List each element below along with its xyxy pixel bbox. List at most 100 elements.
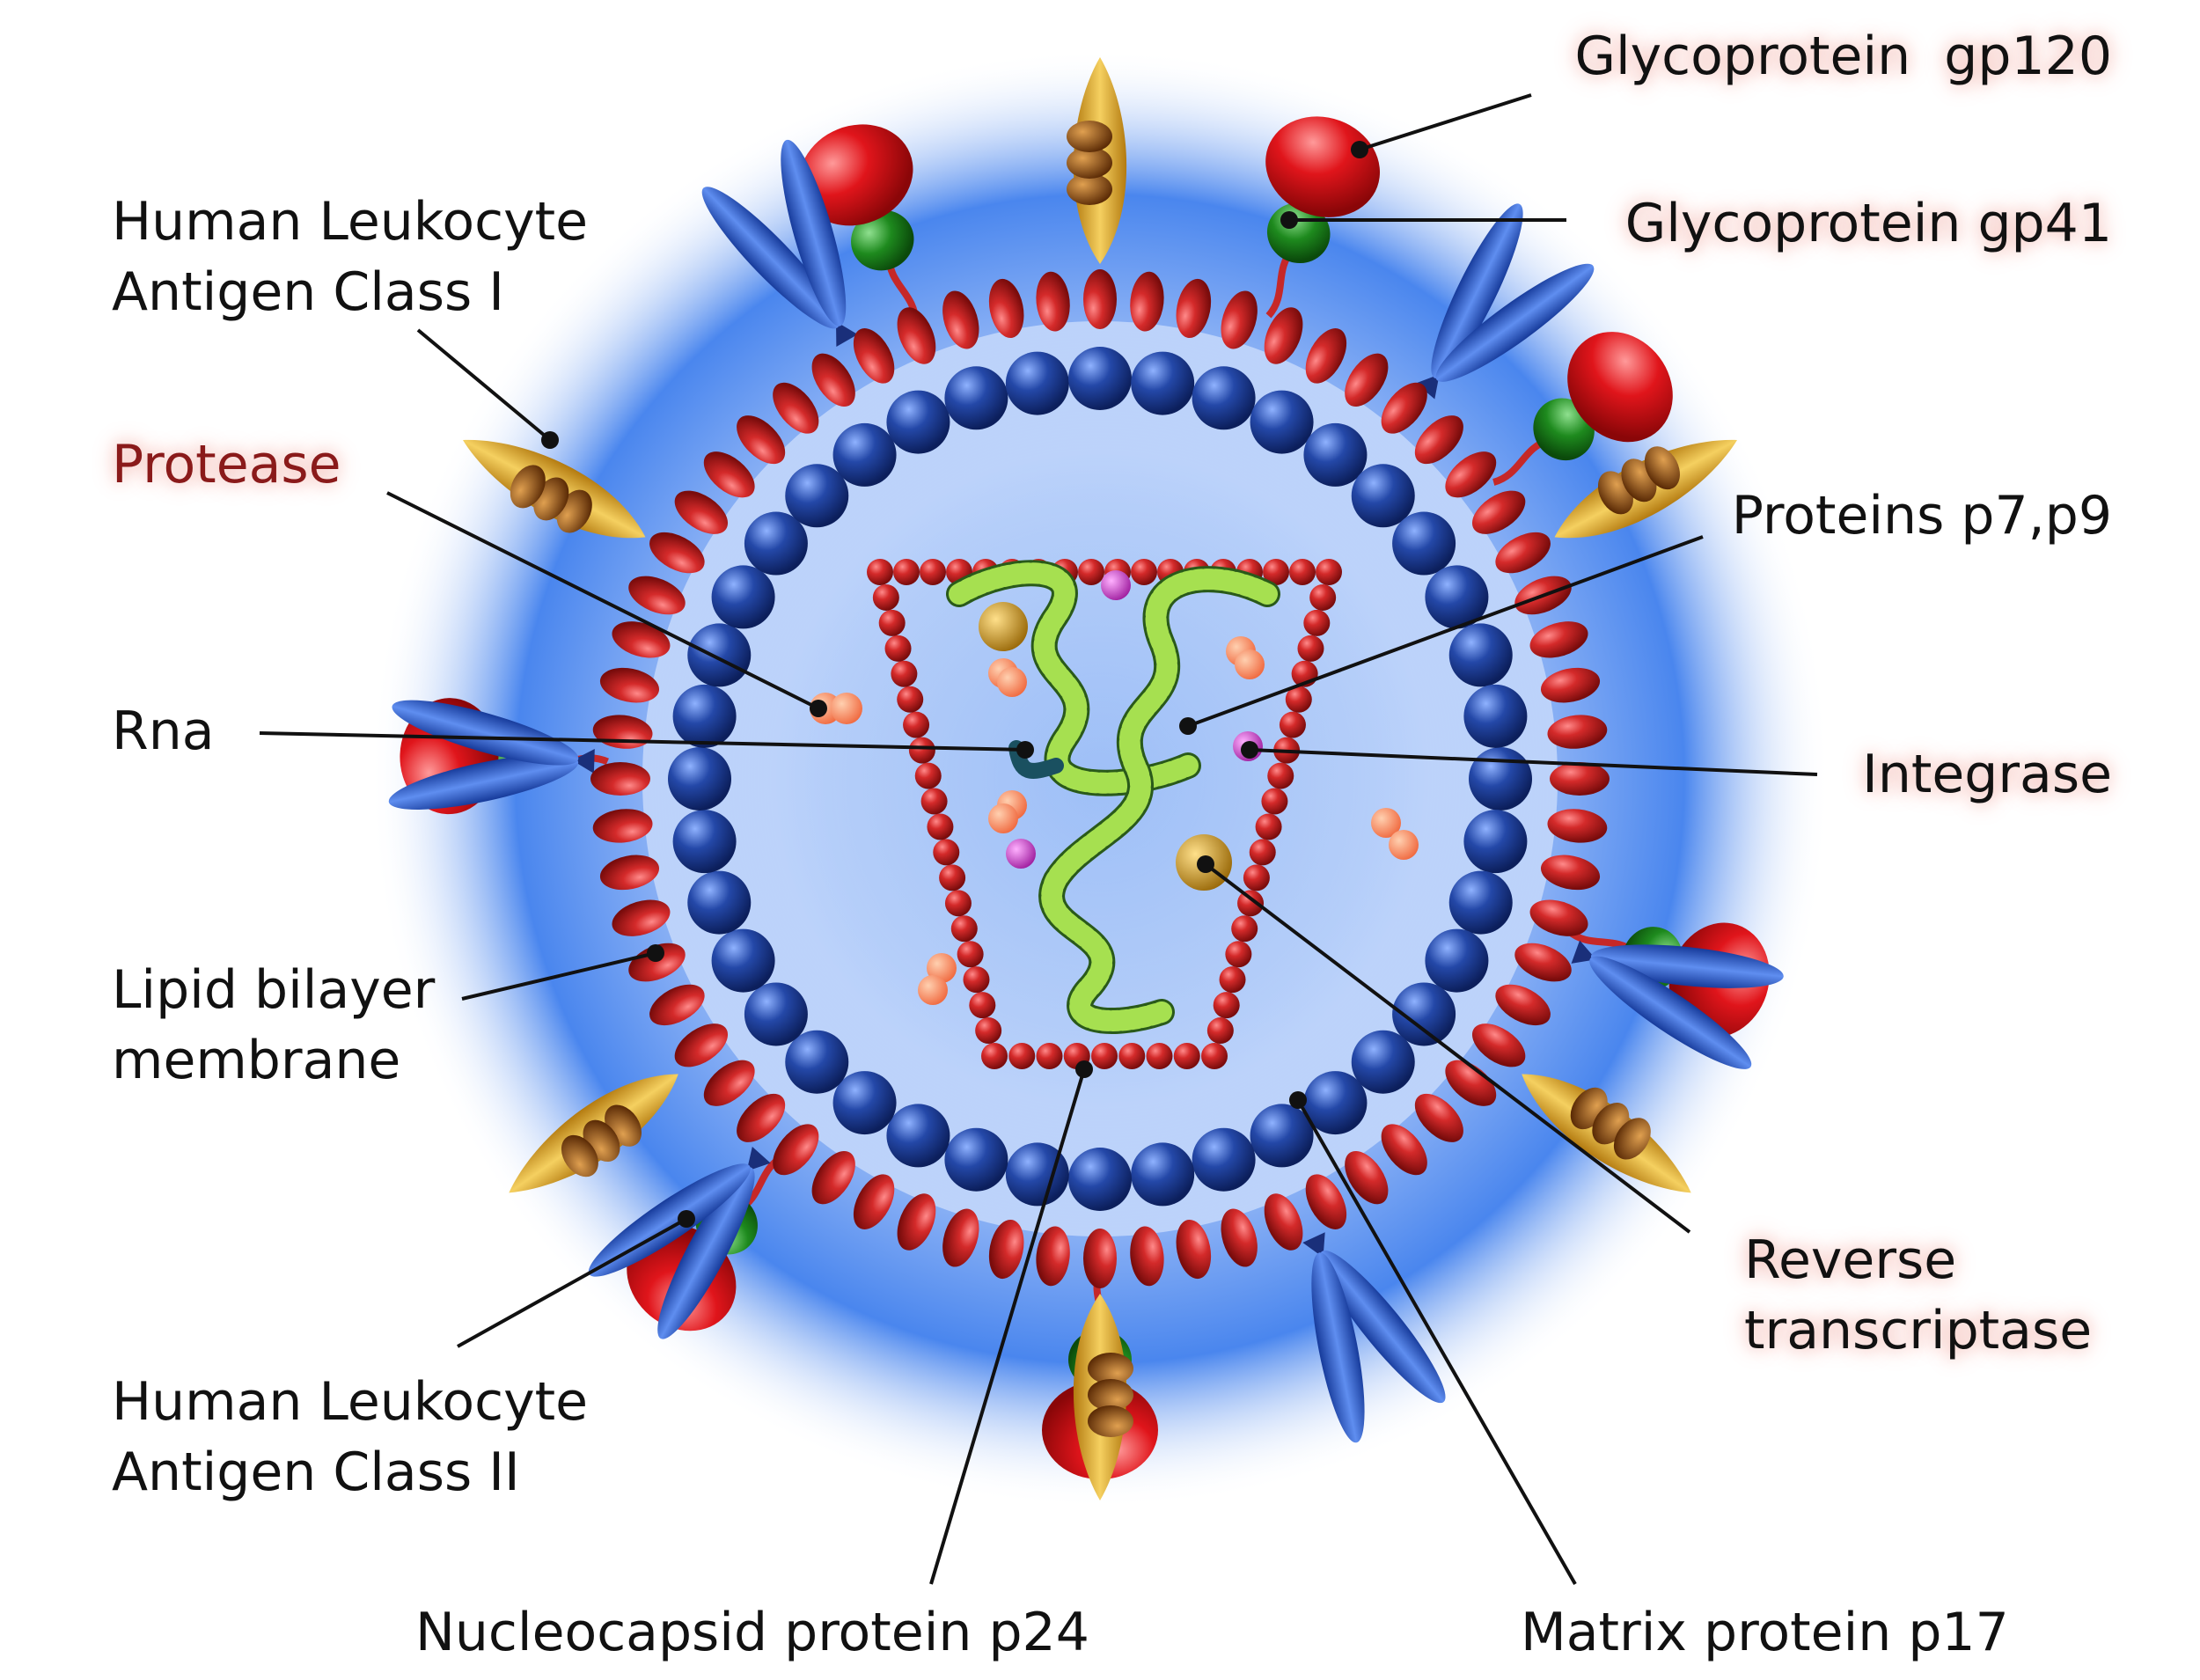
hla-base (836, 321, 858, 348)
hla-base (1571, 940, 1596, 964)
leader-hla1 (416, 328, 552, 442)
rna-tail (1008, 740, 1064, 779)
matrix-bead (1250, 390, 1314, 454)
capsid-bead (1316, 559, 1342, 585)
lipid-bead (897, 1193, 936, 1251)
lipid-bead (674, 1023, 729, 1067)
lipid-bead (737, 1093, 786, 1142)
gold-spike (462, 440, 646, 539)
matrix-bead (1351, 464, 1415, 528)
capsid-bead (884, 635, 912, 662)
label-glycoprotein-gp41: Glycoprotein gp41 (1624, 193, 2112, 254)
capsid-bead (920, 559, 946, 585)
lipid-bead (1445, 451, 1497, 498)
capsid-bead (933, 839, 960, 866)
matrix-bead (687, 870, 752, 935)
label-matrix-p17: Matrix protein p17 (1521, 1602, 2009, 1663)
lipid-bead (1345, 353, 1389, 407)
matrix-bead (1425, 928, 1489, 993)
leader-rna-dot (1016, 741, 1034, 759)
label-proteins-p7-p9: Proteins p7,p9 (1731, 485, 2112, 547)
brown-bead (1644, 446, 1680, 490)
lipid-bead (988, 1219, 1024, 1280)
orange-particle (918, 975, 948, 1005)
lipid-bead (853, 1174, 895, 1229)
capsid-bead (927, 813, 954, 840)
leader-lipid (461, 951, 656, 1001)
capsid-bead (1237, 890, 1265, 917)
hla-base (572, 748, 595, 774)
capsid-bead (1309, 583, 1337, 611)
capsid-bead (1231, 915, 1258, 943)
lipid-bead (592, 809, 653, 843)
lipid-bead (1547, 715, 1608, 749)
capsid-bead (1206, 1017, 1234, 1045)
lipid-bilayer-membrane (590, 269, 1610, 1288)
orange-particle (1389, 830, 1419, 860)
leader-hla2-dot (678, 1210, 695, 1228)
leader-p17 (1296, 1099, 1577, 1585)
lipid-bead (1036, 271, 1070, 332)
capsid-bead (891, 660, 918, 687)
matrix-bead (832, 422, 897, 487)
matrix-bead (744, 511, 808, 576)
leader-integrase-dot (1241, 741, 1258, 759)
matrix-bead (1351, 1030, 1415, 1094)
lipid-bead (1529, 899, 1588, 936)
capsid-bead (867, 559, 893, 585)
leader-protease-dot (810, 700, 827, 717)
brown-bead (1067, 173, 1112, 205)
leader-reverse-transcriptase-dot (1197, 855, 1214, 873)
hla-spike (588, 1146, 771, 1339)
matrix-bead (1192, 366, 1256, 430)
lipid-bead (942, 290, 979, 349)
capsid-bead (1303, 609, 1331, 636)
capsid-bead (893, 559, 920, 585)
hla-spike (701, 139, 858, 348)
matrix-bead (672, 810, 737, 874)
lipid-bead (1471, 1023, 1526, 1067)
orange-particle (997, 667, 1027, 697)
label-glycoprotein-gp120: Glycoprotein gp120 (1574, 26, 2113, 87)
hla-chain-a (701, 187, 840, 329)
gp120-gp41-spike (1492, 332, 1673, 486)
gold-spike (1067, 57, 1127, 264)
matrix-bead (1448, 870, 1513, 935)
label-leader-lines (259, 93, 1818, 1585)
leader-gp120 (1359, 93, 1532, 151)
capsid-bead (1078, 559, 1104, 585)
lipid-bead (1381, 382, 1427, 434)
lipid-bead (1445, 1060, 1497, 1106)
matrix-bead (785, 464, 849, 528)
capsid-bead (903, 711, 930, 738)
lipid-bead (628, 576, 686, 615)
hla-chain-b (588, 1163, 751, 1277)
lipid-bead (1305, 328, 1347, 384)
hla-base (1302, 1232, 1325, 1258)
lipid-bead (649, 984, 705, 1026)
lipid-bead (1305, 1174, 1347, 1229)
hla-chain-b (392, 700, 579, 766)
lipid-bead (1345, 1150, 1389, 1205)
lipid-bead (599, 667, 660, 703)
capsid-bead (1243, 864, 1270, 891)
capsid-bead (1267, 762, 1294, 789)
lipid-bead (897, 307, 936, 364)
label-lipid-bilayer: Lipid bilayer membrane (112, 959, 436, 1091)
lipid-bead (1550, 762, 1610, 796)
capsid-bead (1289, 559, 1316, 585)
lipid-bead (703, 1060, 755, 1106)
capsid-bead (1255, 813, 1282, 840)
lipid-bead (1547, 809, 1608, 843)
lipid-bead (1414, 415, 1463, 465)
lipid-bead (612, 621, 671, 658)
matrix-bead (668, 747, 731, 811)
lipid-bead (1264, 307, 1303, 364)
brown-bead (561, 1134, 598, 1177)
capsid-bead (1201, 1043, 1228, 1069)
lipid-bead (1540, 667, 1601, 703)
gp120-subunit (1567, 332, 1673, 443)
matrix-bead (886, 390, 950, 454)
lipid-bead (1176, 1219, 1212, 1280)
